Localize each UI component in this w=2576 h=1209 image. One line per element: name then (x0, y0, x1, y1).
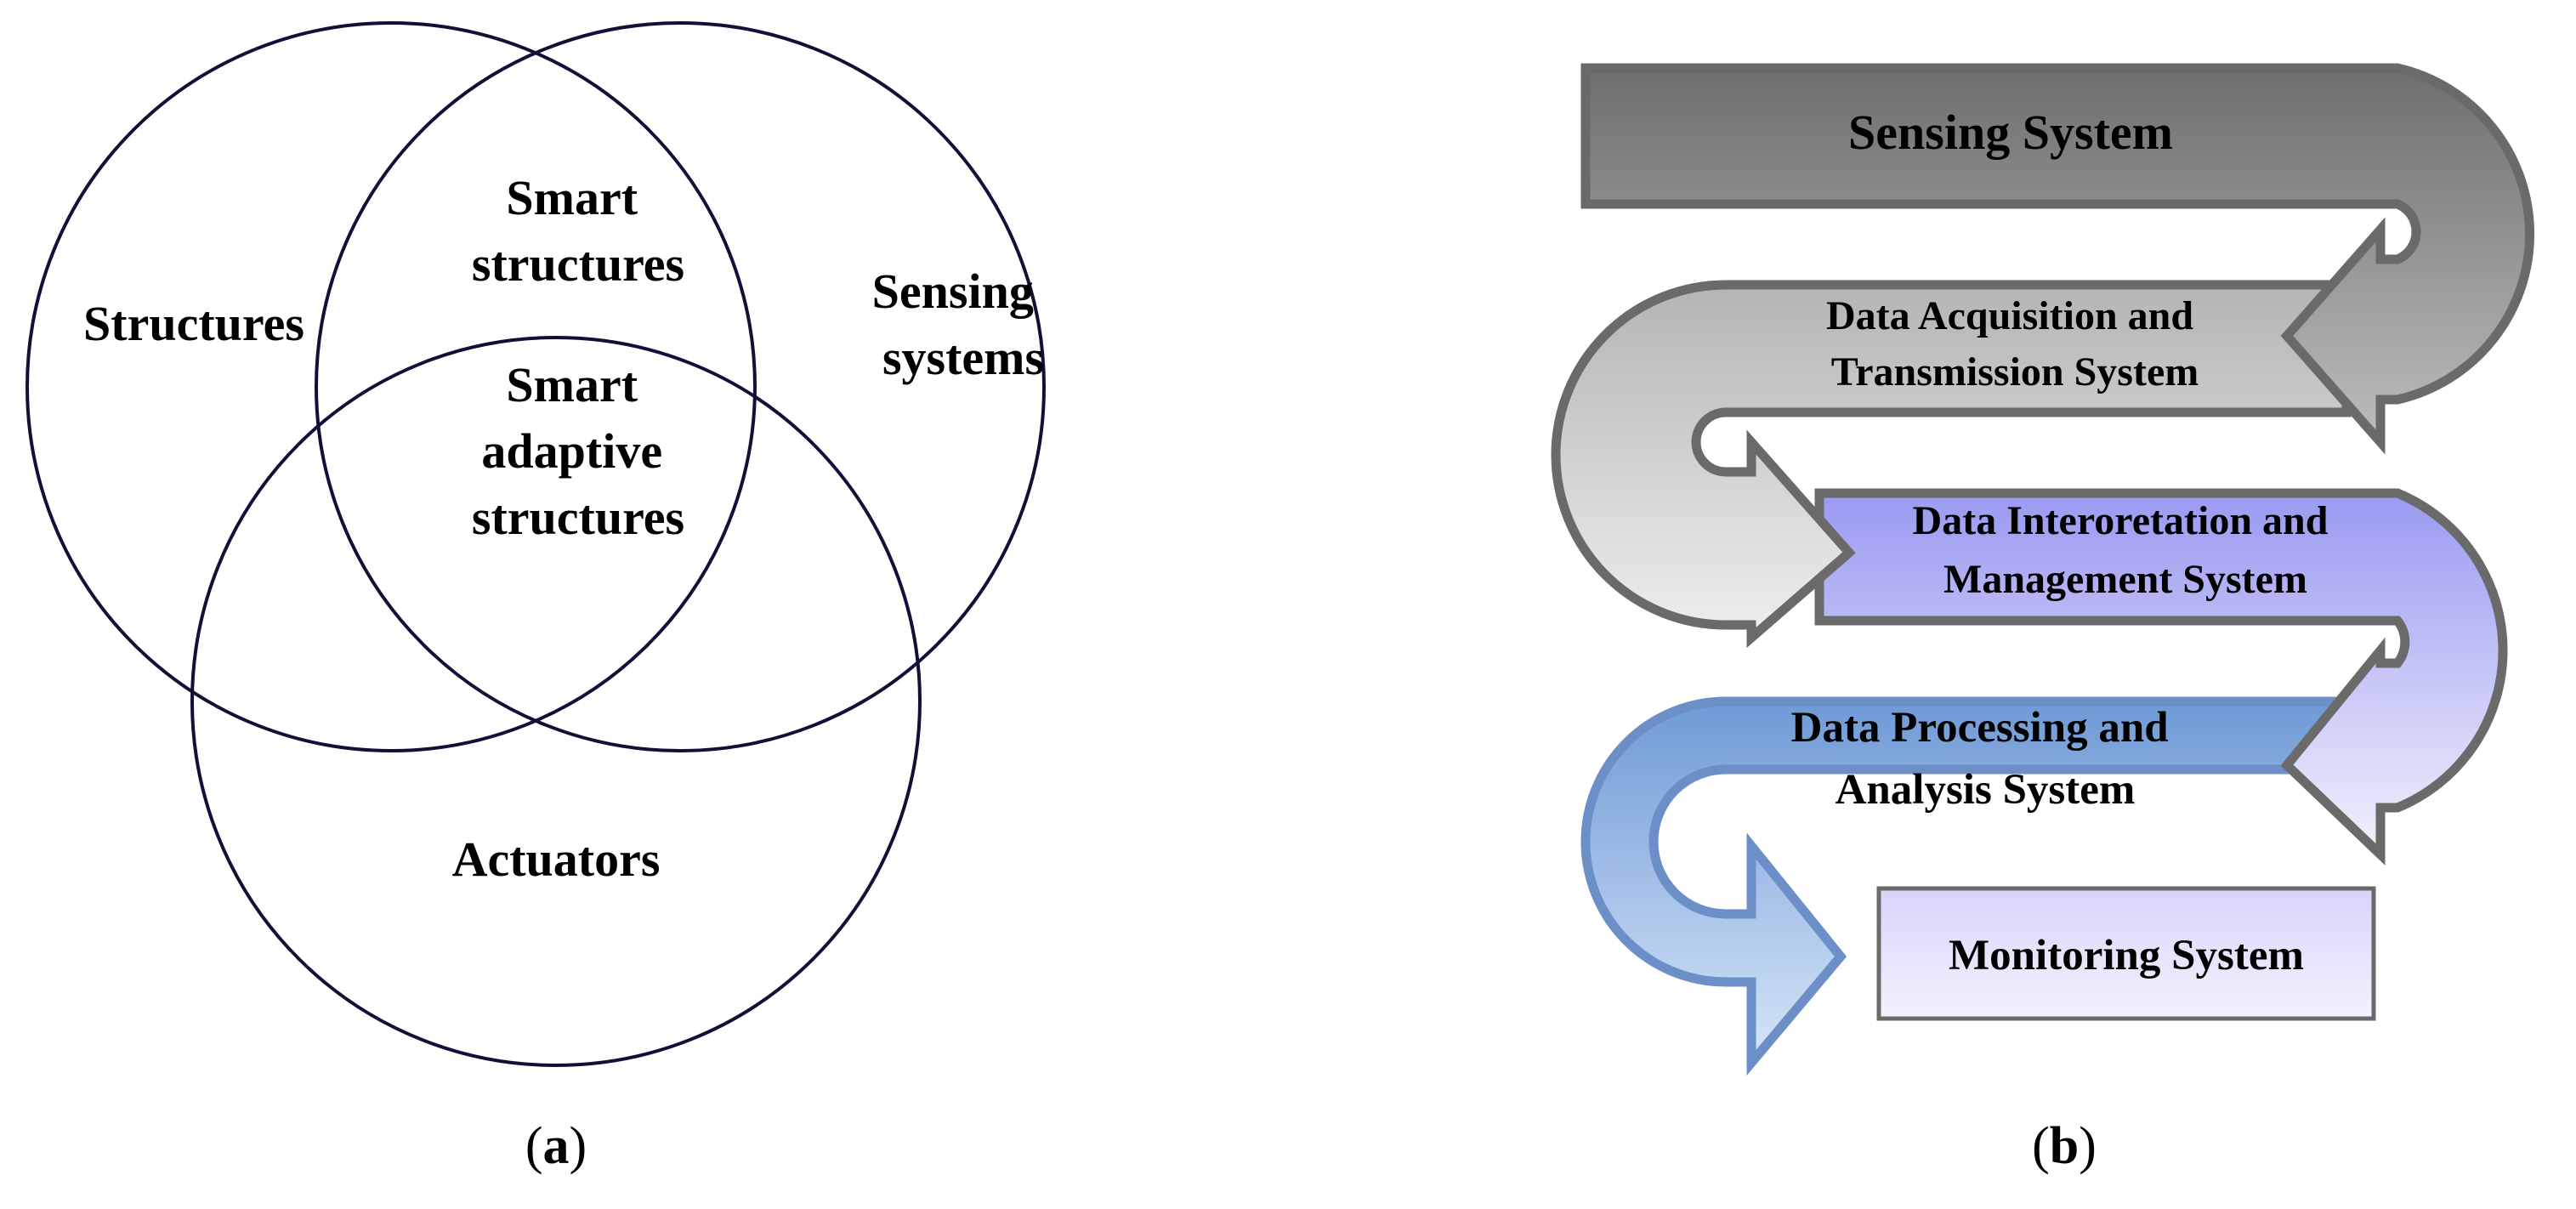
venn-label-sensing-line-2: systems (882, 330, 1044, 385)
caption-b-close: ) (2079, 1117, 2097, 1175)
flow-box-monitoring-system (1876, 886, 2376, 1021)
flow-label-data-processing-line-2: Analysis System (1836, 766, 2136, 814)
venn-label-sas-line-1: Smart (506, 357, 638, 412)
flow-diagram: Sensing System Data Acquisition and Tran… (1551, 63, 2535, 1076)
flow-label-data-interpretation: Data Interoretation and Management Syste… (1913, 498, 2339, 602)
flow-band-data-acquisition (1551, 280, 2352, 649)
caption-a-letter: a (543, 1117, 570, 1175)
venn-label-sas-line-3: structures (472, 490, 684, 545)
flow-label-data-acquisition-line-2: Transmission System (1831, 349, 2199, 394)
venn-label-actuators: Actuators (452, 832, 661, 887)
venn-diagram: Structures Sensing systems Actuators Sma… (26, 21, 1047, 1067)
venn-circle-actuators (190, 336, 922, 1067)
venn-label-smart-structures-line-2: structures (472, 236, 684, 292)
flow-label-data-interpretation-line-2: Management System (1943, 557, 2307, 602)
flow-band-data-processing (1580, 696, 2352, 1076)
caption-a: (a) (525, 1117, 587, 1175)
venn-label-sensing-line-1: Sensing (872, 264, 1034, 319)
venn-label-smart-structures-line-1: Smart (506, 170, 638, 225)
venn-label-smart-structures: Smart structures (472, 170, 684, 292)
flow-band-sensing-system (1580, 63, 2535, 455)
flow-band-data-interpretation (1814, 488, 2508, 866)
flow-label-data-processing-line-1: Data Processing and (1791, 704, 2169, 752)
flow-label-data-acquisition-line-1: Data Acquisition and (1826, 293, 2193, 338)
flow-label-sensing-system: Sensing System (1848, 105, 2173, 160)
venn-label-sensing-systems: Sensing systems (872, 264, 1047, 385)
venn-circle-structures (26, 21, 757, 752)
caption-b: (b) (2032, 1117, 2097, 1175)
flow-label-data-processing: Data Processing and Analysis System (1791, 704, 2180, 814)
venn-label-structures: Structures (83, 296, 304, 351)
venn-label-smart-adaptive-structures: Smart adaptive structures (472, 357, 684, 545)
flow-label-data-acquisition: Data Acquisition and Transmission System (1826, 293, 2204, 394)
flow-label-data-interpretation-line-1: Data Interoretation and (1913, 498, 2329, 543)
caption-b-letter: b (2050, 1117, 2079, 1175)
caption-a-close: ) (570, 1117, 587, 1175)
venn-label-sas-line-2: adaptive (481, 423, 662, 479)
flow-label-monitoring-system: Monitoring System (1949, 932, 2304, 979)
venn-circle-sensing-systems (315, 21, 1046, 752)
caption-b-open: ( (2032, 1117, 2050, 1175)
caption-a-open: ( (525, 1117, 543, 1175)
